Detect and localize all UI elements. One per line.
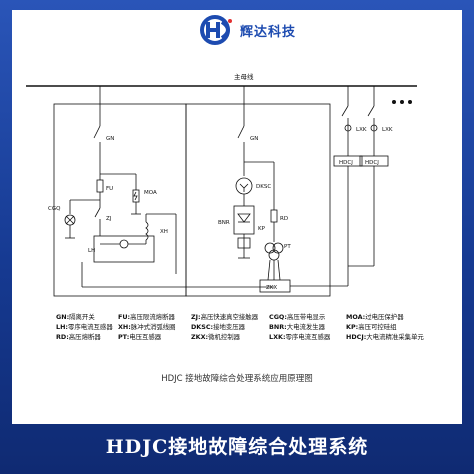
- hd-logo-icon: [200, 15, 232, 45]
- label-cgq: CGQ: [48, 206, 61, 212]
- label-kp: KP: [258, 226, 266, 232]
- lh-ct-symbol: [119, 239, 129, 249]
- continuation-dot: [407, 100, 412, 105]
- label-bnr: BNR: [218, 220, 230, 226]
- legend-item: KP:高压可控硅组: [346, 322, 397, 331]
- kp-thyristor-symbol: [237, 213, 251, 223]
- feeder-4-switch: [367, 105, 375, 117]
- label-rd: RD: [280, 216, 288, 222]
- legend-row: LH:零序电流互感器 XH:脉冲式消弧线圈 DKSC:接地变压器 BNR:大电流…: [56, 321, 436, 331]
- label-lxk1: LXK: [356, 127, 367, 133]
- legend-row: RD:高压熔断器 PT:电压互感器 ZKX:微机控制器 LXK:零序电流互感器 …: [56, 331, 436, 341]
- continuation-dot: [391, 100, 396, 105]
- label-gn2: GN: [250, 136, 258, 142]
- continuation-dot: [399, 100, 404, 105]
- gn-switch-2: [237, 125, 245, 139]
- legend-item: ZJ:高压快速真空接触器: [191, 312, 259, 321]
- legend-item: XH:脉冲式消弧线圈: [118, 322, 176, 331]
- legend-item: RD:高压熔断器: [56, 332, 101, 341]
- label-fu: FU: [106, 186, 113, 192]
- gn-switch-1: [93, 125, 101, 139]
- zj-contactor-symbol: [94, 207, 101, 218]
- label-lxk2: LXK: [382, 127, 393, 133]
- legend-item: BNR:大电流发生器: [269, 322, 326, 331]
- lxk-ct-symbol-2: [370, 124, 378, 132]
- pt-symbol: [264, 242, 276, 254]
- component-legend: GN:隔离开关 FU:高压限流熔断器 ZJ:高压快速真空接触器 CGQ:高压带电…: [56, 311, 436, 341]
- legend-row: GN:隔离开关 FU:高压限流熔断器 ZJ:高压快速真空接触器 CGQ:高压带电…: [56, 311, 436, 321]
- label-moa: MOA: [144, 190, 157, 196]
- legend-item: ZKX:微机控制器: [191, 332, 241, 341]
- label-pt: PT: [284, 244, 291, 250]
- content-card: [12, 10, 462, 424]
- legend-item: PT:电压互感器: [118, 332, 162, 341]
- brand-name: 辉达科技: [240, 24, 297, 40]
- lxk-ct-symbol-1: [344, 124, 352, 132]
- lh-ct-box: [93, 235, 155, 263]
- fu-fuse-symbol: [96, 179, 104, 193]
- label-dksc: DKSC: [256, 184, 271, 190]
- label-hdcj2: HDCJ: [365, 160, 379, 166]
- legend-item: LH:零序电流互感器: [56, 322, 113, 331]
- legend-item: GN:隔离开关: [56, 312, 95, 321]
- brand-header: 辉达科技: [200, 12, 296, 48]
- feeder-3-switch: [341, 105, 349, 117]
- label-gn1: GN: [106, 136, 114, 142]
- legend-item: FU:高压限流熔断器: [118, 312, 175, 321]
- legend-item: CGQ:高压带电显示: [269, 312, 326, 321]
- diagram-caption: HDJC 接地故障综合处理系统应用原理图: [161, 374, 313, 384]
- xh-coil-symbol: [145, 221, 149, 241]
- legend-item: DKSC:接地变压器: [191, 322, 246, 331]
- legend-item: LXK:零序电流互感器: [269, 332, 331, 341]
- legend-item: MOA:过电压保护器: [346, 312, 404, 321]
- bnr-kp-block: [233, 205, 255, 235]
- cabinet-right: [185, 103, 331, 297]
- label-hdcj1: HDCJ: [339, 160, 353, 166]
- rd-fuse-symbol: [270, 209, 278, 223]
- label-xh: XH: [160, 229, 168, 235]
- schematic-diagram: 主母线 GN FU ZJ MOA CGQ: [26, 72, 417, 297]
- label-zkx: ZKX: [266, 285, 277, 291]
- label-zj: ZJ: [106, 216, 112, 222]
- footer-title: HDJC接地故障综合处理系统: [105, 436, 369, 458]
- legend-item: HDCJ:大电流精准采集单元: [346, 332, 424, 341]
- label-lh: LH: [88, 248, 95, 254]
- bus-label: 主母线: [234, 72, 254, 81]
